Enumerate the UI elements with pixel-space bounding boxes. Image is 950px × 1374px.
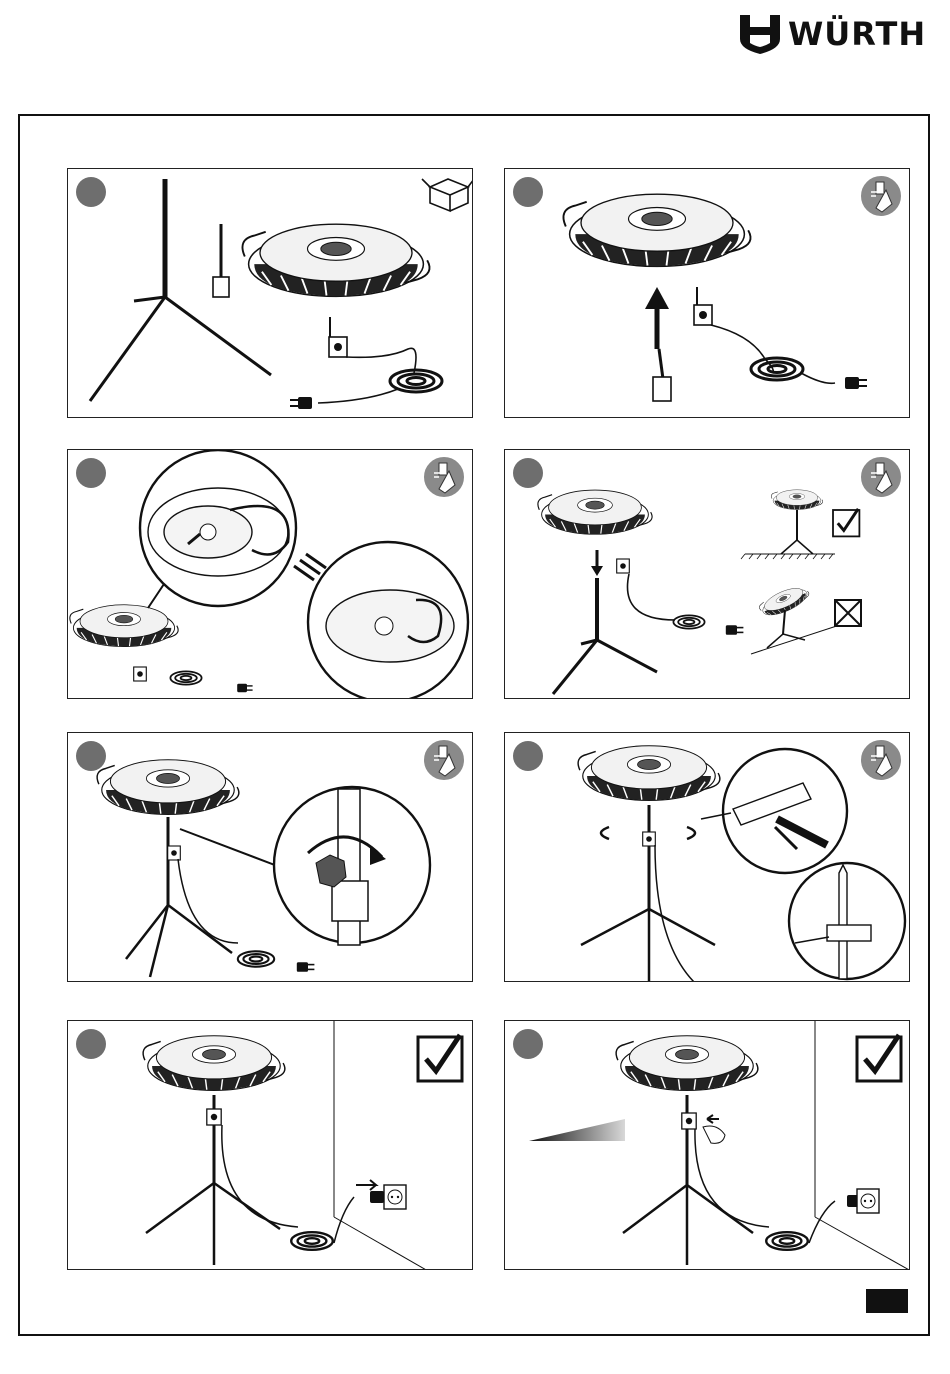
step-6-illustration [505, 733, 910, 982]
step-7-panel [67, 1020, 473, 1270]
step-8-panel [504, 1020, 910, 1270]
step-1-panel [67, 168, 473, 418]
checkbox-ok-icon [833, 509, 859, 537]
step-8-illustration [505, 1021, 910, 1270]
checkbox-wrong-icon [835, 600, 861, 626]
step-1-illustration [68, 169, 473, 418]
step-2-panel [504, 168, 910, 418]
step-3-panel [67, 449, 473, 699]
step-4-illustration [505, 450, 910, 699]
step-7-illustration [68, 1021, 473, 1270]
step-6-panel [504, 732, 910, 982]
level-ground-example [741, 490, 835, 559]
wurth-logo-icon [738, 13, 782, 55]
step-2-illustration [505, 169, 910, 418]
brand-name: WÜRTH [788, 13, 926, 55]
step-5-illustration [68, 733, 473, 982]
step-5-panel [67, 732, 473, 982]
page-tab-marker [866, 1289, 908, 1313]
package-box-icon [422, 179, 473, 211]
step-4-panel [504, 449, 910, 699]
checkbox-ok-icon [418, 1035, 462, 1081]
wall-socket-icon [384, 1185, 406, 1209]
wurth-logo: WÜRTH [738, 12, 938, 56]
checkbox-ok-icon [857, 1035, 901, 1081]
wall-socket-icon [857, 1189, 879, 1213]
step-3-illustration [68, 450, 473, 699]
